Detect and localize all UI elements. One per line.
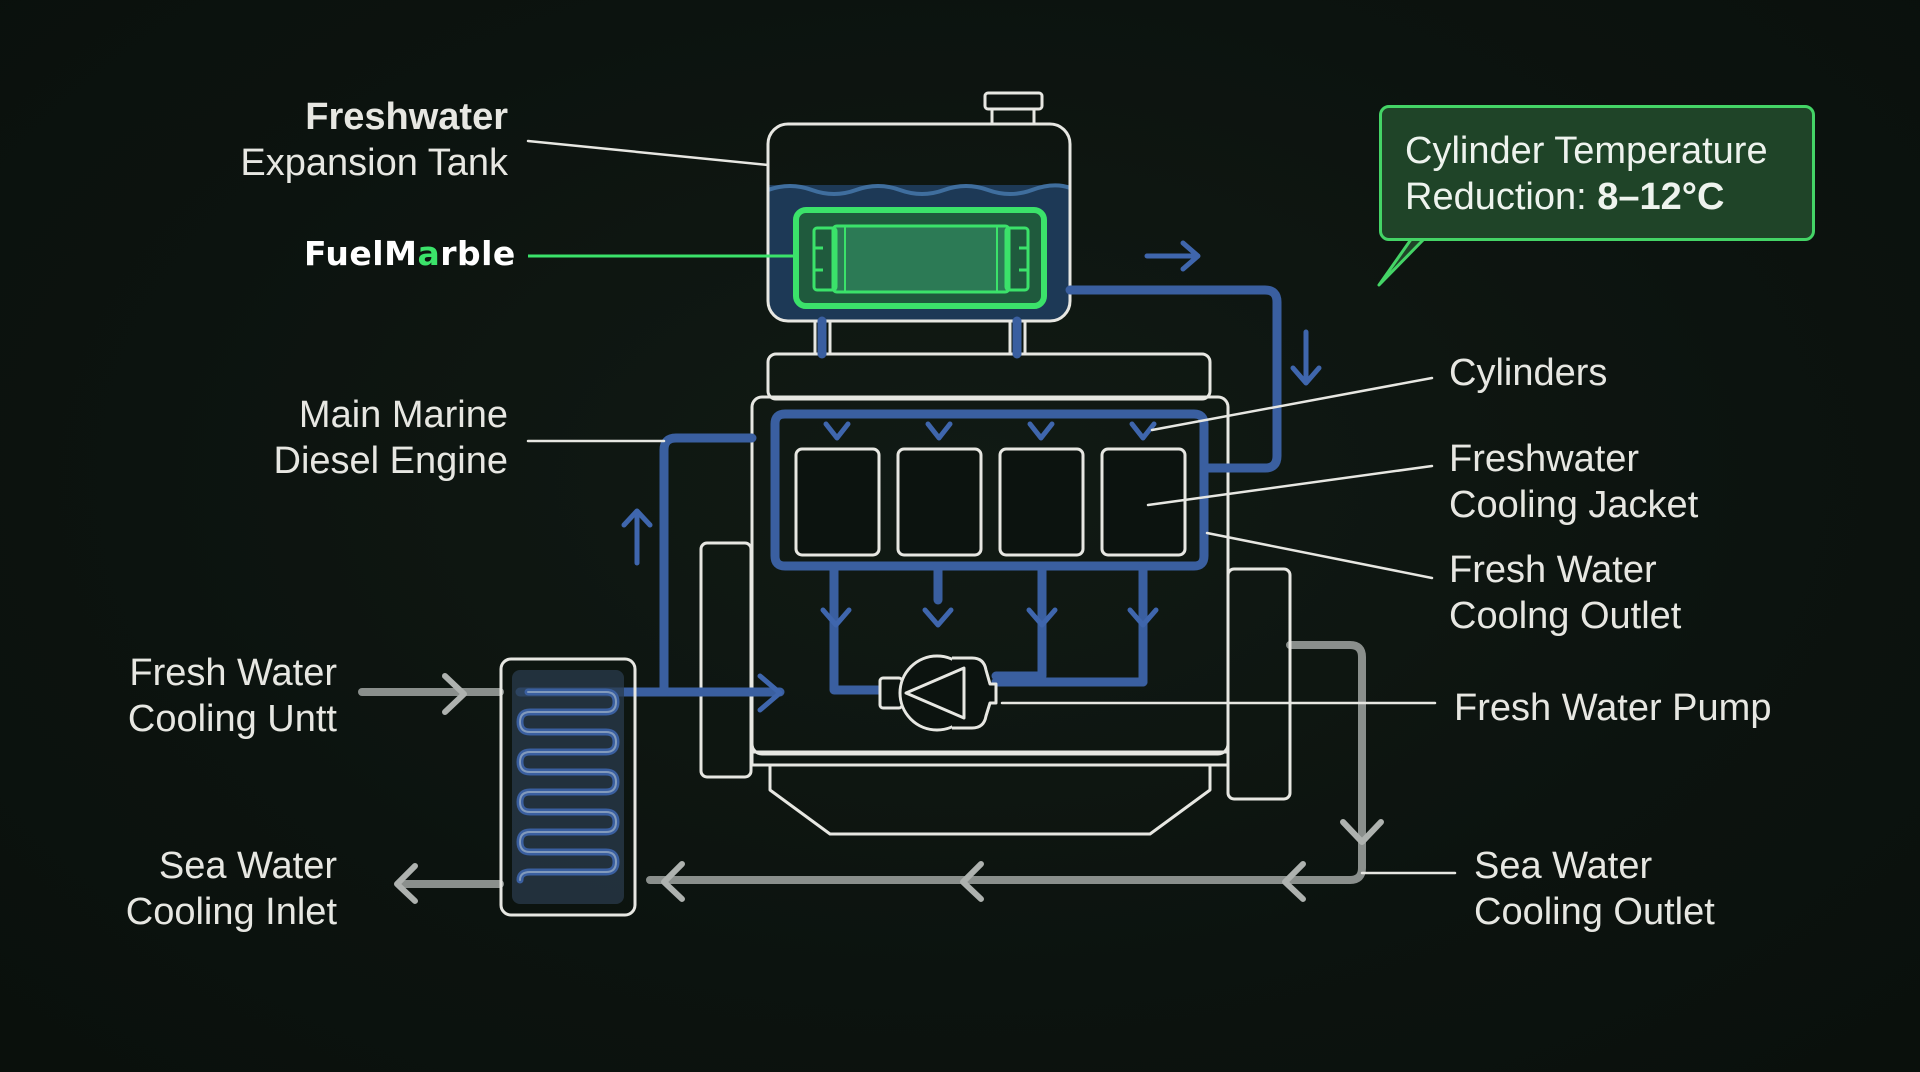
label-cooling-unit-line-2: Cooling Untt (127, 698, 337, 740)
engine-top-plate (766, 352, 1212, 401)
sea-water-loop (358, 641, 1366, 888)
label-main-engine-line-1: Main Marine (298, 394, 508, 436)
label-main-engine-line-2: Diesel Engine (273, 440, 508, 482)
cylinder-2 (896, 447, 983, 557)
arrow-down-icon (820, 607, 852, 628)
engine-side-mount-left (699, 541, 753, 779)
label-fw-outlet-line-1: Fresh Water (1449, 549, 1657, 591)
arrow-down-icon (925, 421, 953, 441)
label-expansion-tank: Freshwater Expansion Tank (240, 94, 508, 186)
cylinders (794, 447, 1187, 557)
fuelmarble-device (793, 207, 1047, 309)
callout-value: 8–12°C (1597, 176, 1725, 218)
arrow-left-icon (960, 861, 984, 902)
engine-outline (699, 321, 1292, 836)
cylinder-1 (794, 447, 881, 557)
label-fw-outlet-line-2: Coolng Outlet (1449, 595, 1682, 637)
jacket-drop-3 (991, 561, 1047, 681)
label-jacket-line-2: Cooling Jacket (1449, 484, 1699, 526)
label-main-engine: Main Marine Diesel Engine (274, 392, 508, 484)
label-cylinders: Cylinders (1449, 352, 1608, 394)
label-jacket-line-1: Freshwater (1449, 438, 1640, 480)
label-fresh-water-pump: Fresh Water Pump (1454, 687, 1772, 729)
temperature-callout-text: Cylinder Temperature Reduction: 8–12°C (1405, 128, 1768, 220)
temperature-callout (1379, 105, 1815, 241)
tank-outlet-pipe (1065, 285, 1282, 473)
fresh-water-arrows (621, 240, 1322, 713)
tank-support-left (813, 321, 832, 354)
callout-tail (1377, 236, 1427, 287)
label-sea-water-inlet: Sea Water Cooling Inlet (126, 843, 337, 935)
pump-icon (904, 666, 966, 720)
label-sea-inlet-line-1: Sea Water (158, 845, 337, 887)
cylinder-3 (998, 447, 1085, 557)
tank-support-right (1008, 321, 1027, 354)
label-sea-water-outlet: Sea Water Cooling Outlet (1474, 843, 1715, 935)
leader-outlet (1205, 531, 1434, 580)
sea-water-outlet-pipe (646, 641, 1366, 884)
arrow-right-icon (442, 673, 467, 715)
arrow-down-icon (922, 607, 954, 628)
callout-line-2: Reduction: 8–12°C (1405, 174, 1768, 220)
arrow-down-icon (1127, 607, 1159, 628)
label-sea-outlet-line-1: Sea Water (1474, 845, 1653, 887)
jacket-drop-1 (829, 561, 895, 695)
engine-oil-pan (768, 765, 1212, 836)
label-expansion-tank-line-1: Freshwater (305, 96, 508, 138)
arrow-up-icon (621, 508, 653, 566)
tank-water-surface (767, 183, 1071, 196)
label-fresh-water-cooling-unit: Fresh Water Cooling Untt (128, 650, 337, 742)
jacket-drop-4 (991, 561, 1148, 687)
label-expansion-tank-line-2: Expansion Tank (240, 142, 508, 184)
callout-line-1: Cylinder Temperature (1405, 130, 1768, 172)
tank-body (766, 122, 1072, 323)
leader-jacket (1146, 464, 1434, 507)
return-pipe (659, 433, 785, 697)
fresh-water-pump (878, 654, 998, 732)
arrow-left-icon (1282, 861, 1306, 902)
arrow-down-icon (1290, 329, 1322, 386)
callout-prefix: Reduction: (1405, 176, 1598, 218)
pump-volute (952, 656, 998, 730)
label-cooling-unit-line-1: Fresh Water (129, 652, 337, 694)
engine-side-mount-right (1226, 567, 1292, 801)
leader-expansion-tank (526, 139, 770, 167)
leader-cylinders (1150, 376, 1434, 432)
arrow-left-icon (661, 861, 685, 902)
arrow-down-icon (1340, 819, 1384, 845)
label-sea-inlet-line-2: Cooling Inlet (125, 891, 337, 933)
arrow-down-icon (1026, 607, 1058, 628)
arrow-right-icon (1144, 240, 1201, 272)
arrow-left-icon (394, 863, 418, 904)
cooling-jacket (770, 409, 1209, 571)
label-fresh-water-outlet: Fresh Water Coolng Outlet (1449, 547, 1681, 639)
tank-cap (983, 91, 1044, 111)
arrow-down-icon (1027, 421, 1055, 441)
fresh-water-cooling-unit (499, 657, 637, 917)
leader-lines (526, 139, 1457, 875)
label-freshwater-jacket: Freshwater Cooling Jacket (1449, 436, 1698, 528)
arrow-down-icon (823, 421, 851, 441)
label-sea-outlet-line-2: Cooling Outlet (1474, 891, 1715, 933)
cylinder-4 (1100, 447, 1187, 557)
arrow-down-icon (1129, 421, 1157, 441)
arrow-right-icon (757, 673, 783, 713)
fuelmarble-logo: FuelMarble (304, 234, 516, 273)
sea-water-arrows (394, 673, 1384, 904)
